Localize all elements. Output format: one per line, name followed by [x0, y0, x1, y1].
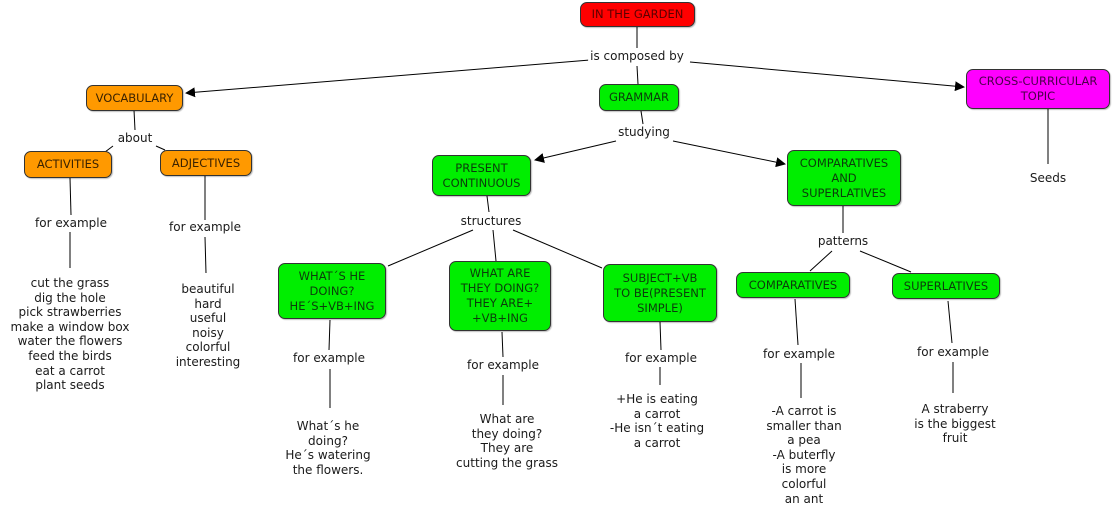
node-activities[interactable]: ACTIVITIES — [24, 151, 112, 178]
node-subject-vb-to-be[interactable]: SUBJECT+VB TO BE(PRESENT SIMPLE) — [603, 264, 717, 322]
link — [387, 229, 474, 267]
link — [328, 319, 331, 351]
link — [947, 300, 953, 344]
link — [492, 229, 497, 262]
link-label-for-example: for example — [291, 351, 367, 366]
text-example-they: What are they doing? They are cutting th… — [454, 412, 560, 471]
link — [512, 229, 603, 269]
link — [689, 61, 965, 92]
link — [794, 298, 799, 346]
link — [636, 65, 639, 85]
node-comparatives[interactable]: COMPARATIVES — [736, 272, 850, 298]
link — [534, 140, 617, 163]
link-label-for-example: for example — [167, 220, 243, 235]
node-adjectives[interactable]: ADJECTIVES — [160, 150, 252, 176]
text-adjectives-examples: beautiful hard useful noisy colorful int… — [173, 282, 243, 370]
link — [640, 110, 644, 125]
node-comparatives-and-superlatives[interactable]: COMPARATIVES AND SUPERLATIVES — [787, 150, 901, 206]
link — [501, 331, 504, 358]
link — [185, 59, 591, 98]
link — [486, 195, 490, 213]
text-example-superlatives: A straberry is the biggest fruit — [912, 402, 998, 446]
node-present-continuous[interactable]: PRESENT CONTINUOUS — [432, 155, 531, 196]
node-what-are-they-doing[interactable]: WHAT ARE THEY DOING? THEY ARE+ +VB+ING — [449, 261, 551, 331]
link — [859, 250, 912, 273]
link — [204, 236, 207, 274]
node-superlatives[interactable]: SUPERLATIVES — [892, 273, 1000, 299]
link-label-about: about — [115, 131, 155, 146]
link — [672, 140, 786, 168]
link — [659, 321, 662, 351]
link-label-structures: structures — [458, 214, 524, 229]
link-label-patterns: patterns — [815, 234, 871, 249]
node-cross-curricular-topic[interactable]: CROSS-CURRICULAR TOPIC — [966, 69, 1110, 109]
link-label-for-example: for example — [915, 345, 991, 360]
link-label-studying: studying — [616, 125, 672, 140]
text-example-he: What´s he doing? He´s watering the flowe… — [283, 419, 373, 478]
link-label-for-example: for example — [623, 351, 699, 366]
link-label-is-composed-by: is composed by — [588, 49, 686, 64]
link-label-for-example: for example — [33, 216, 109, 231]
text-example-comparatives: -A carrot is smaller than a pea -A buter… — [764, 404, 844, 507]
node-vocabulary[interactable]: VOCABULARY — [86, 85, 183, 111]
text-seeds: Seeds — [1027, 171, 1069, 186]
link — [155, 145, 166, 151]
link — [809, 250, 833, 272]
node-grammar[interactable]: GRAMMAR — [599, 84, 679, 111]
node-whats-he-doing[interactable]: WHAT´S HE DOING? HE´S+VB+ING — [278, 263, 386, 319]
text-example-subject: +He is eating a carrot -He isn´t eating … — [607, 392, 707, 451]
link-label-for-example: for example — [761, 347, 837, 362]
link-label-for-example: for example — [465, 358, 541, 373]
link — [133, 109, 136, 131]
text-activities-examples: cut the grass dig the hole pick strawber… — [8, 276, 132, 393]
link — [69, 177, 72, 216]
node-in-the-garden[interactable]: IN THE GARDEN — [580, 2, 695, 27]
